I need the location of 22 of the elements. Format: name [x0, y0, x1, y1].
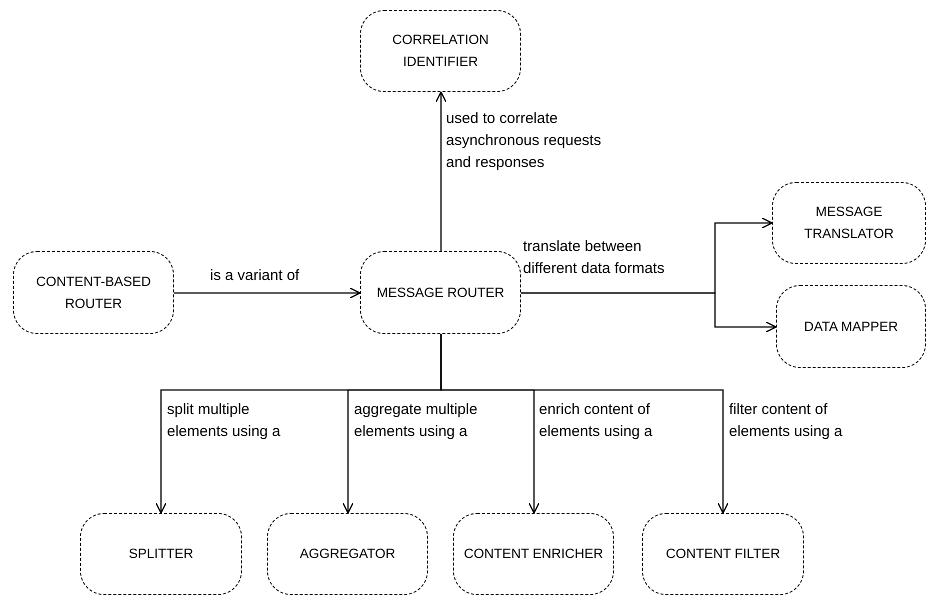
process-box	[360, 10, 521, 92]
process-box	[642, 513, 804, 595]
process-box	[267, 513, 428, 595]
node-label: CORRELATION IDENTIFIER	[391, 31, 490, 71]
process-box	[453, 513, 614, 595]
node-label: SPLITTER	[128, 545, 194, 563]
process-box	[772, 182, 926, 264]
arrow	[521, 292, 777, 333]
arrow	[435, 91, 447, 251]
node-label: CONTENT FILTER	[664, 545, 782, 563]
node-label: CONTENT ENRICHER	[462, 545, 604, 563]
process-box	[360, 251, 521, 334]
node-label: MESSAGE TRANSLATOR	[803, 203, 895, 243]
arrow	[174, 287, 361, 299]
node-label: MESSAGE ROUTER	[376, 284, 506, 302]
node-label: AGGREGATOR	[298, 545, 396, 563]
node-label: DATA MAPPER	[802, 318, 900, 336]
process-box	[776, 285, 926, 368]
process-box	[13, 251, 174, 334]
arrow	[440, 334, 729, 514]
process-box	[80, 513, 242, 595]
node-label: CONTENT-BASED ROUTER	[35, 272, 152, 312]
